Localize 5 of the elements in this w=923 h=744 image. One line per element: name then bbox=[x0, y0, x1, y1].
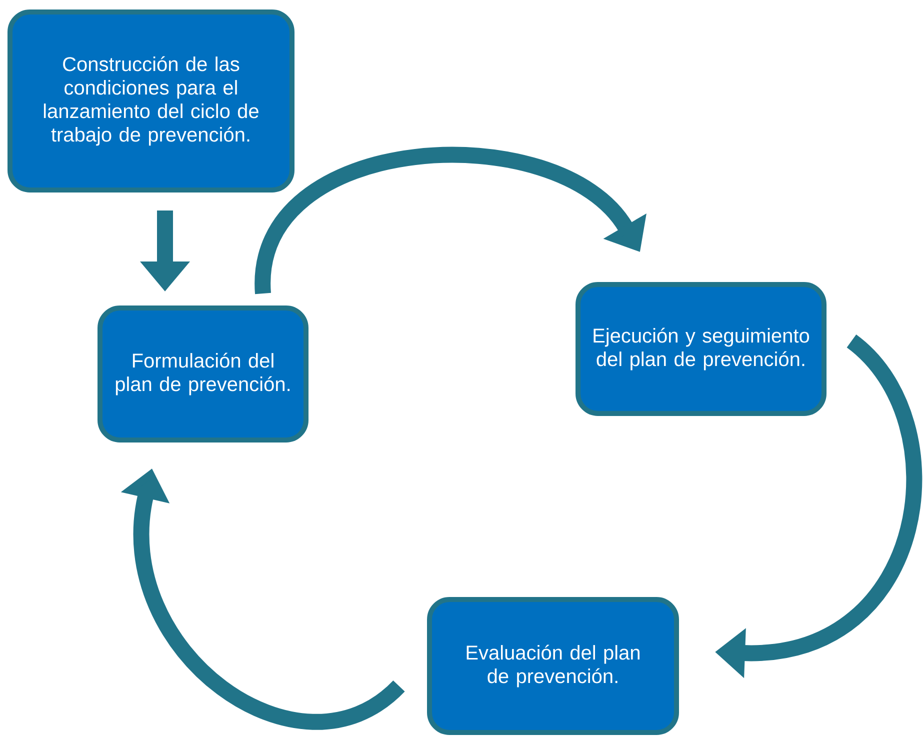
process-box: Formulación del plan de prevención. bbox=[98, 306, 308, 442]
process-box: Ejecución y seguimiento del plan de prevención. bbox=[576, 282, 827, 416]
curved-arrow bbox=[255, 146, 646, 294]
process-box: Evaluación del plan de prevención. bbox=[427, 597, 679, 735]
process-box: Construcción de las condiciones para el lanzamiento del ciclo de trabajo de prevención. bbox=[8, 10, 294, 192]
